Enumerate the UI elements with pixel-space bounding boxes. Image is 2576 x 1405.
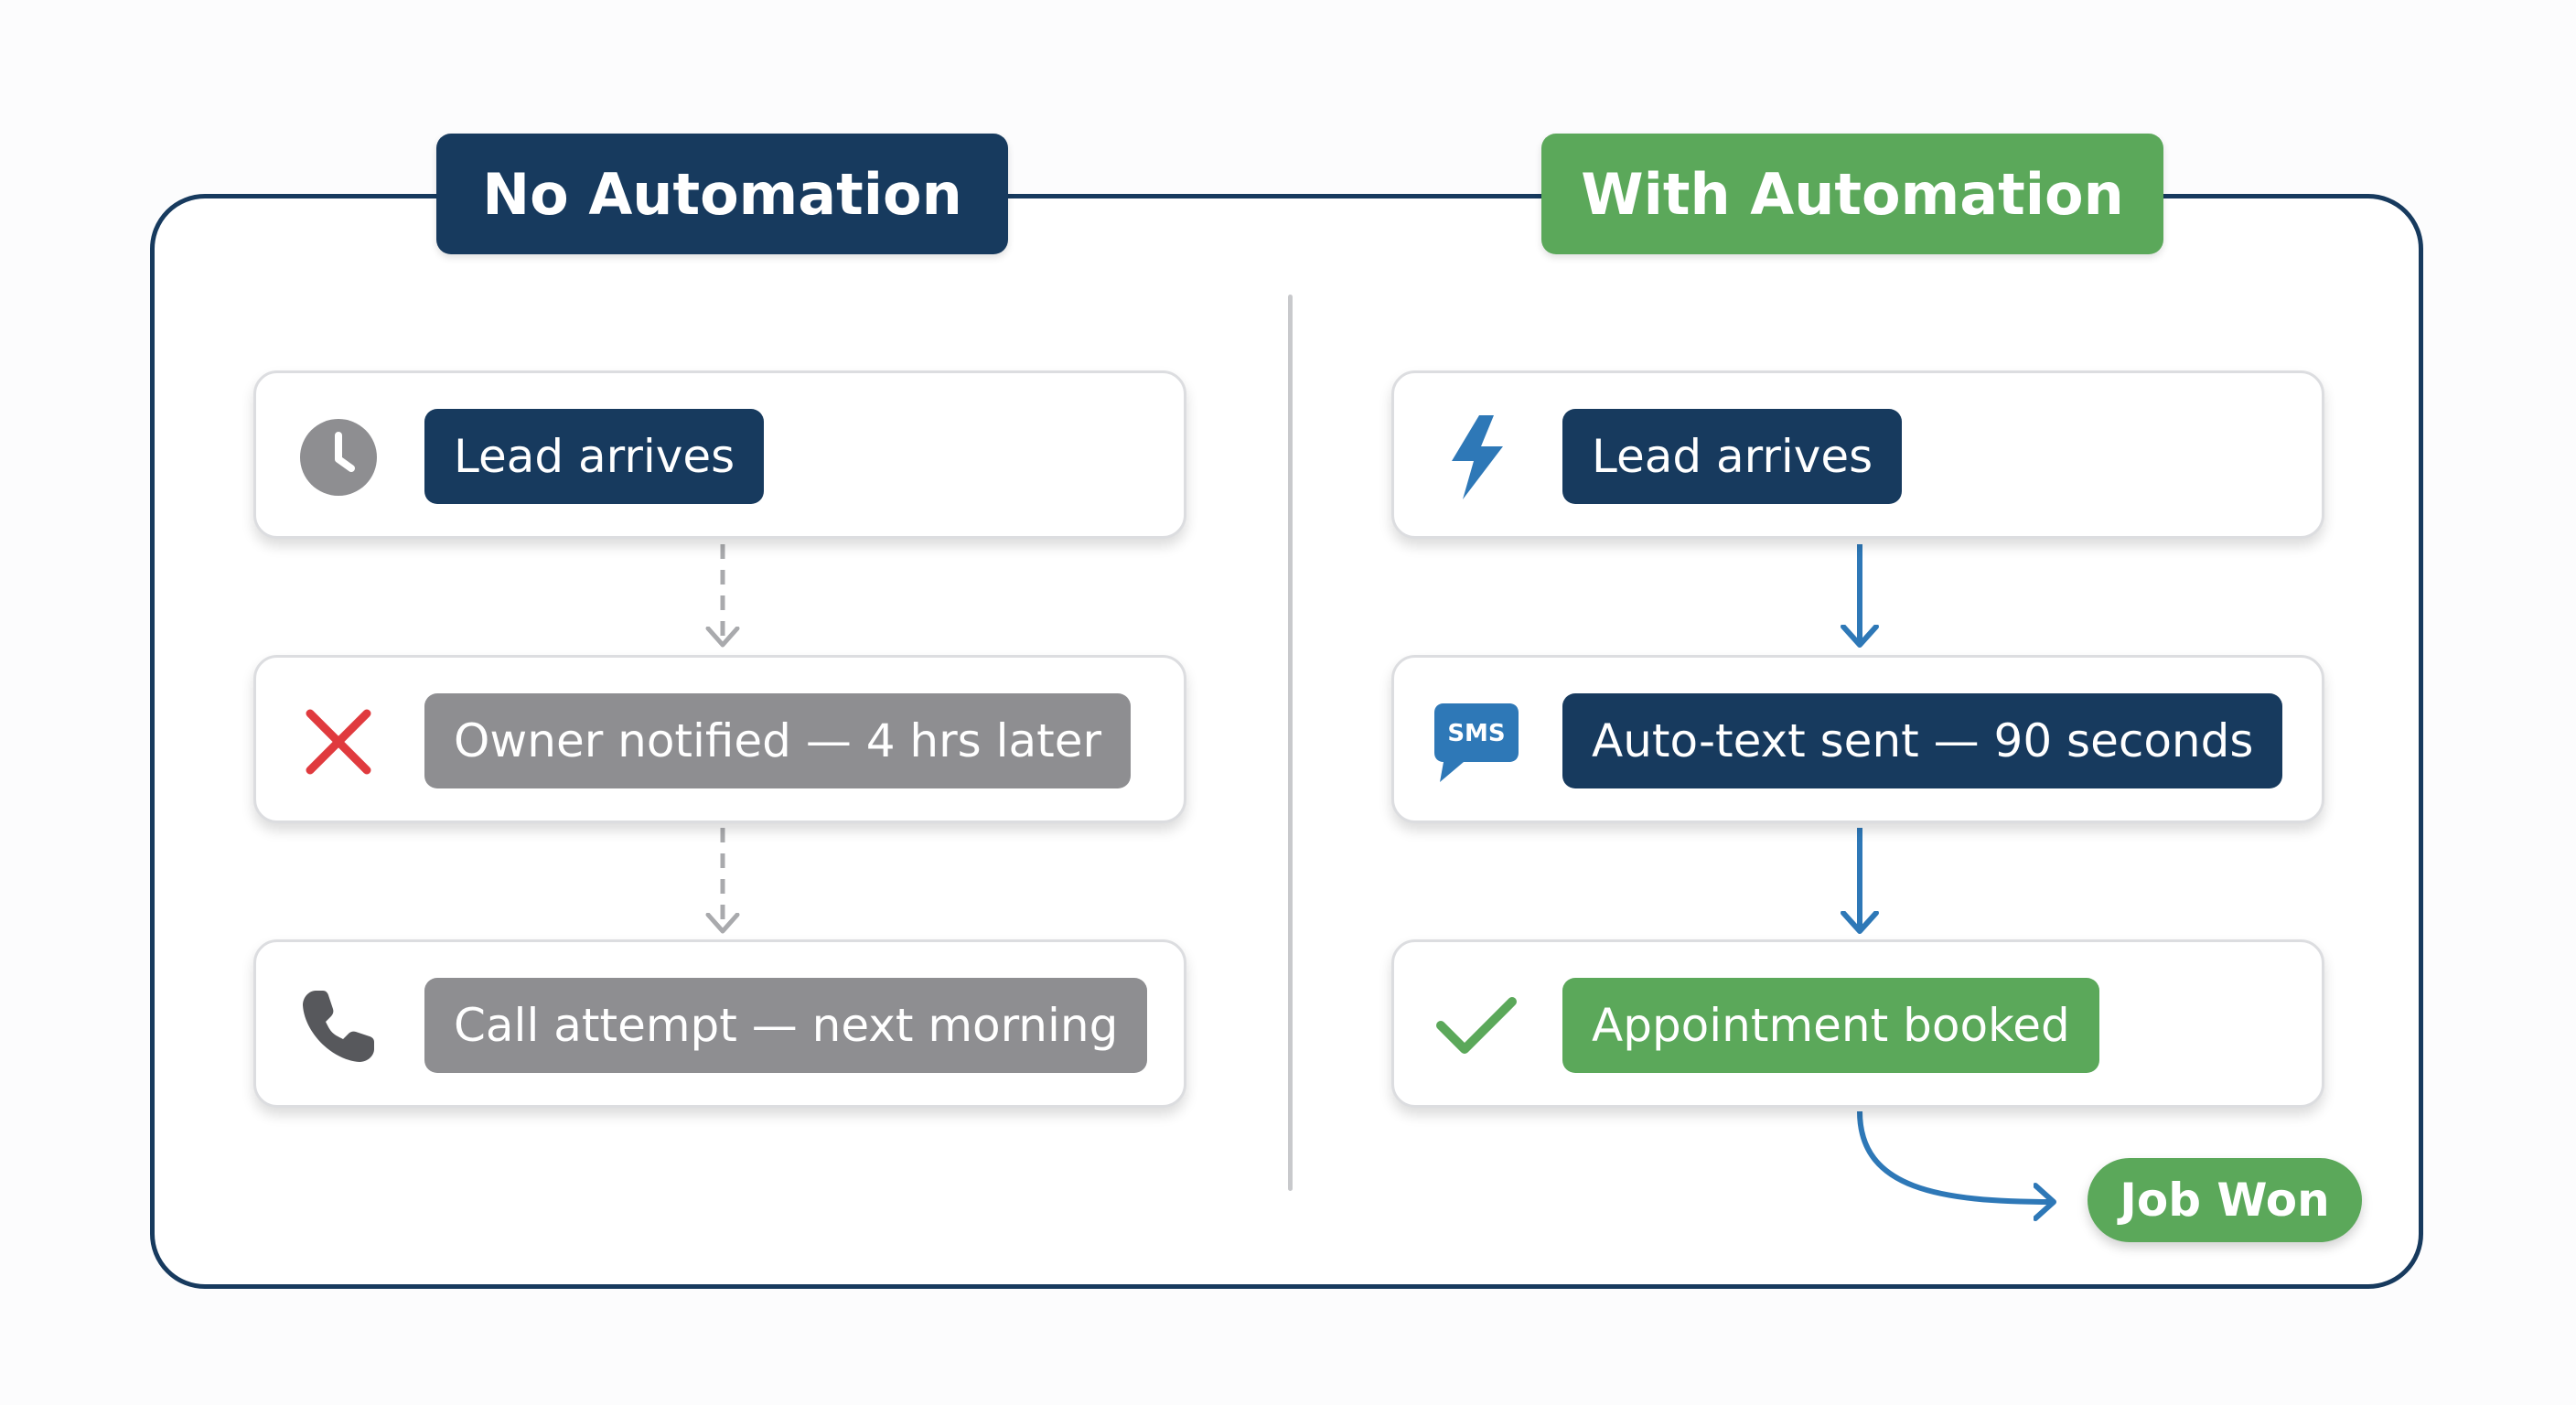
x-icon — [293, 696, 384, 788]
left-card-owner-notified: Owner notified — 4 hrs later — [253, 655, 1186, 823]
right-step-2-label: Auto-text sent — 90 seconds — [1562, 693, 2283, 788]
header-no-automation-label: No Automation — [482, 160, 962, 228]
clock-icon — [293, 412, 384, 503]
header-no-automation: No Automation — [436, 134, 1008, 254]
left-step-3-label: Call attempt — next morning — [424, 978, 1148, 1073]
center-divider — [1288, 295, 1293, 1191]
checkmark-icon — [1431, 981, 1522, 1072]
header-with-automation-label: With Automation — [1581, 160, 2124, 228]
left-card-lead-arrives: Lead arrives — [253, 370, 1186, 539]
left-step-2-label: Owner notified — 4 hrs later — [424, 693, 1132, 788]
left-card-call-attempt: Call attempt — next morning — [253, 939, 1186, 1108]
phone-icon — [293, 981, 384, 1072]
right-card-appointment-booked: Appointment booked — [1391, 939, 2324, 1108]
sms-icon: SMS — [1431, 696, 1522, 788]
header-with-automation: With Automation — [1541, 134, 2163, 254]
right-card-auto-text: SMS Auto-text sent — 90 seconds — [1391, 655, 2324, 823]
right-card-lead-arrives: Lead arrives — [1391, 370, 2324, 539]
job-won-badge: Job Won — [2088, 1158, 2362, 1242]
right-step-1-label: Lead arrives — [1562, 409, 1903, 504]
job-won-label: Job Won — [2120, 1174, 2330, 1227]
sms-icon-text: SMS — [1447, 720, 1505, 747]
left-step-1-label: Lead arrives — [424, 409, 765, 504]
right-step-3-label: Appointment booked — [1562, 978, 2099, 1073]
lightning-icon — [1431, 412, 1522, 503]
outcome-connector — [1857, 1110, 2054, 1202]
